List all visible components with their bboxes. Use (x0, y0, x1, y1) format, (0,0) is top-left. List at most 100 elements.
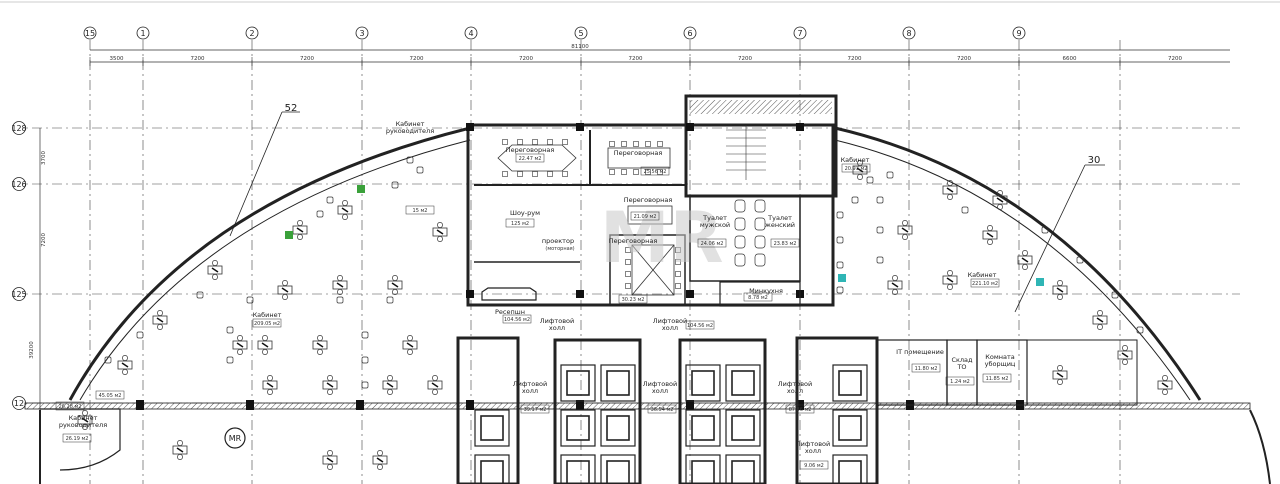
meeting-chair (675, 283, 681, 289)
workstation (402, 334, 418, 356)
workstation (172, 439, 188, 461)
green-marker (285, 231, 293, 239)
axis-bubble (83, 26, 97, 40)
span-dimension: 3500 (110, 56, 124, 62)
vertical-dimension-2: 7200 (41, 233, 47, 247)
chair (851, 196, 859, 204)
chair (316, 210, 324, 218)
axis-label-col: 4 (468, 29, 473, 38)
workstation (1092, 309, 1108, 331)
vertical-dimension-1: 3700 (41, 151, 47, 165)
lift-inner (606, 460, 630, 484)
lift-car (600, 454, 636, 484)
lift-inner (566, 415, 590, 441)
lift-inner (838, 370, 862, 396)
workstation (207, 259, 223, 281)
room-label-area-misc1: 45.05 м2 (99, 393, 122, 399)
room-label-area-misc2: 26.28 м2 (59, 404, 82, 410)
room-label-meeting4-area: 30.23 м2 (622, 297, 645, 303)
meeting-chair (633, 169, 639, 175)
room-label-lift-hall-c-area: 36.54 м2 (651, 407, 674, 413)
meeting-chair (502, 171, 508, 177)
meeting-chair (675, 259, 681, 265)
axis-bubble (136, 26, 150, 40)
meeting-chair (625, 271, 631, 277)
lift-car (725, 364, 761, 402)
lift-car (600, 409, 636, 447)
axis-bubble (574, 26, 588, 40)
workstation (1157, 374, 1173, 396)
axis-bubble (355, 26, 369, 40)
chair (1136, 326, 1144, 334)
meeting-chair (562, 171, 568, 177)
axis-label-col: 1 (140, 29, 145, 38)
chair (836, 286, 844, 294)
room-label-storage-area: 1.24 м2 (950, 379, 970, 385)
chair (386, 296, 394, 304)
lift-inner (838, 460, 862, 484)
lift-inner (606, 370, 630, 396)
callout-30: 30 (1088, 155, 1101, 166)
room-label-showroom-area: 125 м2 (511, 221, 529, 227)
room-label-cabinet-head-bottom-area: 26.19 м2 (66, 436, 89, 442)
room-label-cabinet-left: Кабинет (253, 311, 282, 319)
chair (876, 196, 884, 204)
room-label-reception-area: 104.56 м2 (504, 317, 530, 323)
workstation (1052, 279, 1068, 301)
span-dimension: 7200 (848, 56, 862, 62)
lift-inner (480, 460, 504, 484)
workstation (292, 219, 308, 241)
reception-desk (481, 287, 537, 301)
lift-inner (691, 415, 715, 441)
axis-label-col: 6 (687, 29, 692, 38)
svg-text:MR: MR (229, 434, 242, 443)
span-dimension: 7200 (519, 56, 533, 62)
span-dimension: 7200 (191, 56, 205, 62)
chair (226, 356, 234, 364)
lift-inner (731, 460, 755, 484)
workstation (982, 224, 998, 246)
lift-car (560, 409, 596, 447)
span-dimension: 7200 (1168, 56, 1182, 62)
lift-car (725, 454, 761, 484)
meeting-chair (547, 171, 553, 177)
axis-label-col: 8 (906, 29, 911, 38)
workstation (257, 334, 273, 356)
meeting-chair (502, 139, 508, 145)
room-label-cabinet-right-top-area: 20.93 м2 (845, 166, 868, 172)
axis-bubble (464, 26, 478, 40)
room-label-projector: проектор (542, 237, 574, 245)
meeting-chair (532, 171, 538, 177)
chair (336, 296, 344, 304)
axis-label-row: 128 (11, 124, 26, 133)
room-label-meeting3-area: 21.09 м2 (634, 214, 657, 220)
room-label-cabinet-right-area: 221.10 м2 (972, 281, 998, 287)
workstation (1017, 249, 1033, 271)
room-label-cabinet-right: Кабинет (968, 271, 997, 279)
room-label-lift-hall-r-area: 67.86 м2 (789, 407, 812, 413)
workstation (942, 269, 958, 291)
room-label-lift-hall-l-area: 39.17 м2 (524, 407, 547, 413)
room-label-mini-kitchen: Минкухня (749, 287, 783, 295)
workstation (332, 274, 348, 296)
span-dimension: 7200 (738, 56, 752, 62)
workstation (262, 374, 278, 396)
lift-car (560, 364, 596, 402)
axis-label-row: 125 (11, 290, 26, 299)
lift-car (685, 409, 721, 447)
axis-label-col: 3 (359, 29, 364, 38)
room-label-it-room-area: 11.80 м2 (915, 366, 938, 372)
room-label-meeting2-area: 25.56 м2 (644, 169, 667, 175)
chair (416, 166, 424, 174)
axis-bubble (902, 26, 916, 40)
room-label-cabinet-head-top-area: 15 м2 (413, 208, 428, 214)
